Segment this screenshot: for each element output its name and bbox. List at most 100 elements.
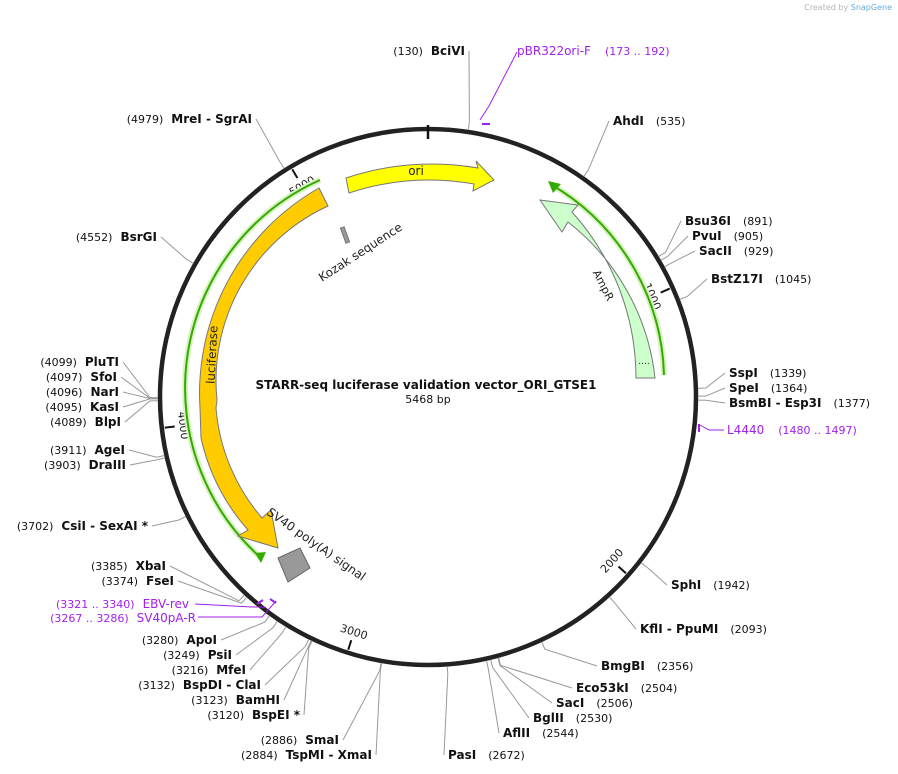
enzyme-label-kfli[interactable]: KflI - PpuMI(2093) [640, 622, 767, 636]
enzyme-label-pasi[interactable]: PasI(2672) [448, 748, 525, 762]
enzyme-position: (1364) [771, 382, 808, 395]
kozak-label: Kozak sequence [316, 220, 405, 284]
enzyme-label-csii[interactable]: (3702)CsiI - SexAI * [17, 519, 149, 533]
leader-kfli [609, 596, 637, 630]
enzyme-name: TspMI - XmaI [286, 748, 372, 762]
enzyme-label-sspi[interactable]: SspI(1339) [729, 366, 806, 380]
enzyme-label-fsei[interactable]: (3374)FseI [101, 574, 174, 588]
enzyme-name: SphI [671, 578, 701, 592]
enzyme-name: MreI - SgrAI [171, 112, 252, 126]
scale-tick [291, 168, 299, 179]
enzyme-name: KflI - PpuMI [640, 622, 718, 636]
primer-mark-ebvrev [256, 599, 264, 605]
leader-tspmi [375, 662, 383, 756]
primer-name: L4440 [727, 423, 764, 437]
enzyme-name: SfoI [90, 370, 117, 384]
primer-range: (1480 .. 1497) [778, 424, 857, 437]
leader-aflii [485, 660, 500, 734]
ampr-dots: .... [638, 357, 649, 367]
enzyme-label-bglii[interactable]: BglII(2530) [533, 711, 612, 725]
primer-label-sv40par[interactable]: (3267 .. 3286)SV40pA-R [50, 611, 196, 625]
leader-mrei [255, 118, 285, 169]
enzyme-name: DraIII [89, 458, 126, 472]
enzyme-label-apoi[interactable]: (3280)ApoI [142, 633, 217, 647]
enzyme-position: (3123) [191, 694, 228, 707]
enzyme-label-aflii[interactable]: AflII(2544) [503, 726, 579, 740]
enzyme-label-bsmbi[interactable]: BsmBI - Esp3I(1377) [729, 396, 870, 410]
enzyme-name: BsmBI - Esp3I [729, 396, 821, 410]
enzyme-label-drai[interactable]: (3903) DraIII [44, 458, 126, 472]
enzyme-label-xbai[interactable]: (3385)XbaI [91, 559, 166, 573]
leader-blpi [124, 400, 159, 423]
watermark-brand: SnapGene [850, 3, 892, 12]
enzyme-position: (905) [734, 230, 764, 243]
kozak-feature[interactable] [339, 226, 351, 244]
leader-fsei [177, 580, 248, 604]
primer-label-pbr322[interactable]: pBR322ori-F(173 .. 192) [517, 44, 670, 58]
leader-bspei [303, 640, 313, 716]
luciferase-feature[interactable] [199, 187, 329, 549]
leader-bamhi [283, 640, 312, 701]
enzyme-position: (3903) [44, 459, 81, 472]
enzyme-name: MfeI [216, 663, 246, 677]
enzyme-name: BmgBI [601, 659, 645, 673]
sv40-polya-label: SV40 poly(A) signal [264, 505, 368, 584]
leader-csii [151, 516, 187, 527]
enzyme-label-ahdi[interactable]: AhdI(535) [613, 114, 685, 128]
primer-label-ebvrev[interactable]: (3321 .. 3340)EBV-rev [56, 597, 189, 611]
enzyme-label-psii[interactable]: (3249)PsiI [163, 648, 232, 662]
primer-leader-l4440 [699, 424, 724, 431]
leader-bmgbi [541, 641, 598, 667]
orf-arrowhead-ampr [548, 181, 561, 193]
leader-bglii [490, 659, 530, 719]
enzyme-label-sphi[interactable]: SphI(1942) [671, 578, 750, 592]
enzyme-label-bstz17i[interactable]: BstZ17I(1045) [711, 272, 811, 286]
enzyme-label-sacii[interactable]: SacII(929) [699, 244, 773, 258]
scale-tick-label: 2000 [598, 546, 626, 576]
enzyme-label-pvui[interactable]: PvuI(905) [692, 229, 763, 243]
enzyme-label-bamhi[interactable]: (3123)BamHI [191, 693, 280, 707]
enzyme-label-bsu36i[interactable]: Bsu36I(891) [685, 214, 773, 228]
enzyme-label-pluti[interactable]: (4099)PluTI [40, 355, 119, 369]
enzyme-position: (2356) [657, 660, 694, 673]
enzyme-name: BlpI [95, 415, 121, 429]
enzyme-label-bcivi[interactable]: (130)BciVI [393, 44, 465, 58]
enzyme-label-sfoi[interactable]: (4097)SfoI [46, 370, 117, 384]
orf-arc-luciferase [184, 179, 321, 559]
enzyme-label-agei[interactable]: (3911)AgeI [50, 443, 125, 457]
enzyme-name: PluTI [85, 355, 119, 369]
enzyme-label-bspdi[interactable]: (3132)BspDI - ClaI [138, 678, 261, 692]
enzyme-name: SacII [699, 244, 732, 258]
orf-arc-ampr [551, 184, 665, 376]
enzyme-label-nari[interactable]: (4096)NarI [46, 385, 119, 399]
plasmid-length: 5468 bp [405, 393, 450, 406]
leader-sacii [664, 250, 696, 268]
primer-label-l4440[interactable]: L4440 (1480 .. 1497) [727, 423, 857, 437]
enzyme-label-kasi[interactable]: (4095)KasI [45, 400, 119, 414]
enzyme-label-tspmi[interactable]: (2884)TspMI - XmaI [241, 748, 372, 762]
leader-spei [697, 387, 726, 397]
leader-xbai [169, 565, 245, 602]
enzyme-label-blpi[interactable]: (4089)BlpI [50, 415, 121, 429]
scale-tick [660, 287, 671, 294]
leader-ahdi [583, 120, 610, 177]
enzyme-label-bmgbi[interactable]: BmgBI (2356) [601, 659, 693, 673]
enzyme-label-spei[interactable]: SpeI(1364) [729, 381, 807, 395]
enzyme-label-smai[interactable]: (2886)SmaI [261, 733, 339, 747]
leader-sphi [640, 562, 668, 586]
enzyme-label-bspei[interactable]: (3120)BspEI * [207, 708, 300, 722]
enzyme-name: FseI [146, 574, 174, 588]
enzyme-position: (2672) [488, 749, 525, 762]
enzyme-label-bsrgi[interactable]: (4552)BsrGI [76, 230, 157, 244]
enzyme-label-saci[interactable]: SacI(2506) [556, 696, 633, 710]
enzyme-label-mrei[interactable]: (4979)MreI - SgrAI [127, 112, 252, 126]
enzyme-label-eco53ki[interactable]: Eco53kI(2504) [576, 681, 677, 695]
enzyme-label-mfei[interactable]: (3216)MfeI [172, 663, 246, 677]
ampr-feature[interactable] [538, 199, 656, 379]
sv40-polya-feature[interactable] [277, 547, 311, 583]
ori-feature[interactable] [345, 160, 495, 194]
leader-bstz17i [679, 278, 708, 300]
ori-label: ori [408, 164, 424, 178]
enzyme-name: SacI [556, 696, 584, 710]
enzyme-position: (3280) [142, 634, 179, 647]
